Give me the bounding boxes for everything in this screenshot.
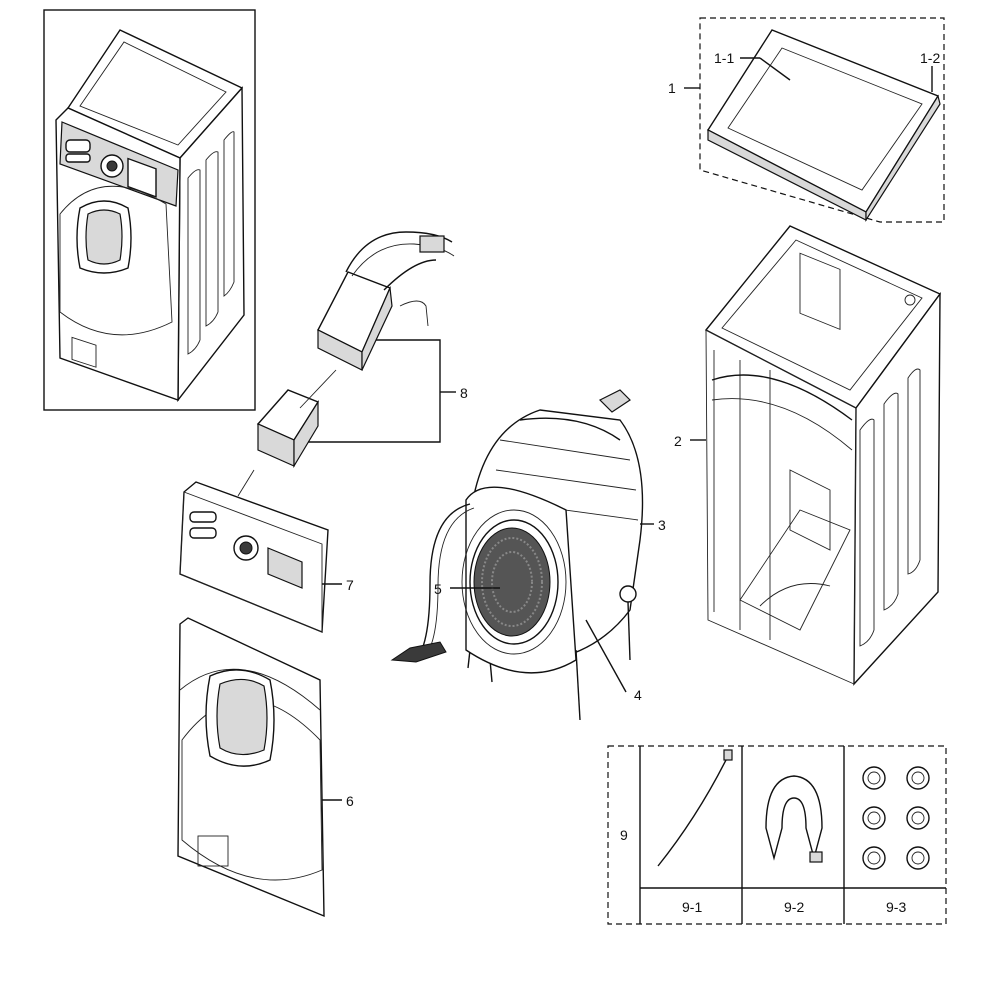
callout-6: 6 [346, 793, 354, 809]
callout-7: 7 [346, 577, 354, 593]
part-9-accessories: 9 9-1 9-2 9-3 [607, 745, 947, 925]
part-8-dispenser: 8 [256, 231, 468, 469]
callout-9-1: 9-1 [682, 899, 702, 915]
callout-1: 1 [668, 80, 676, 96]
callout-8: 8 [460, 385, 468, 401]
drain-hose [390, 503, 475, 663]
part-6-front-panel: 6 [177, 617, 354, 918]
callout-1-2: 1-2 [920, 50, 940, 66]
callout-3: 3 [658, 517, 666, 533]
callout-2: 2 [674, 433, 682, 449]
part-2-cabinet: 2 [674, 225, 942, 686]
callout-4: 4 [634, 687, 642, 703]
callout-9: 9 [620, 827, 628, 843]
callout-9-3: 9-3 [886, 899, 906, 915]
callout-1-1: 1-1 [714, 50, 734, 66]
hose-guide [765, 775, 823, 863]
part-7-control-panel: 7 [179, 469, 354, 634]
part-1-top-plate-group: 1 1-1 1-2 [668, 17, 945, 223]
hole-caps [862, 766, 930, 870]
cable-tie [657, 749, 733, 867]
part-5-drum: 5 [434, 527, 551, 637]
assembled-washer-view [43, 9, 256, 411]
callout-9-2: 9-2 [784, 899, 804, 915]
